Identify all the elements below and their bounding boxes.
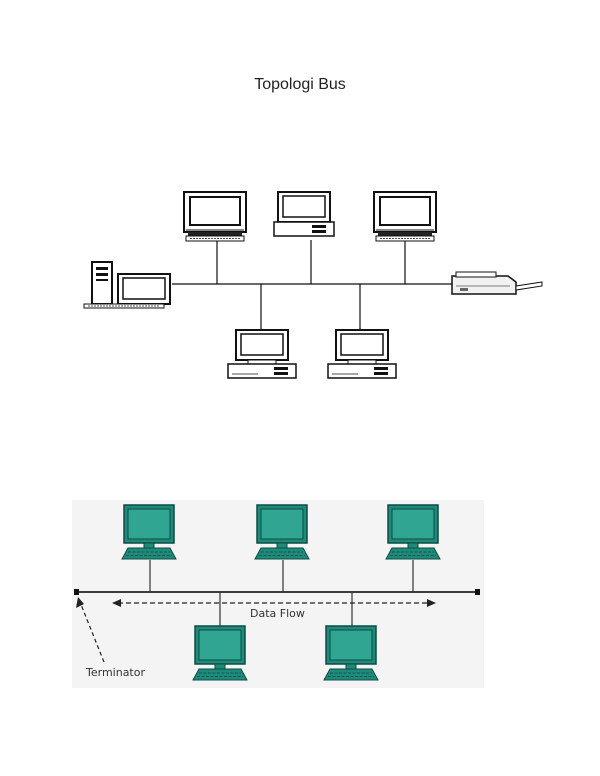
data-flow-label: Data Flow — [250, 607, 305, 620]
terminator-label: Terminator — [85, 666, 145, 679]
page-title: Topologi Bus — [254, 76, 346, 93]
drop-lines — [149, 560, 414, 626]
data-flow-arrow — [112, 599, 436, 607]
terminator-pointer — [76, 597, 105, 663]
bus-diagram-1 — [83, 191, 543, 379]
terminator-left — [74, 589, 79, 595]
desktop-pc-icon — [327, 329, 397, 379]
desktop-tower-icon — [83, 261, 171, 309]
desktop-pc-icon — [227, 329, 297, 379]
computer-icon — [323, 625, 379, 681]
terminator-right — [475, 589, 480, 595]
computer-icon — [192, 625, 248, 681]
crt-monitor-icon — [183, 191, 247, 242]
bus-diagram-2: Data Flow Terminator — [72, 500, 484, 688]
drop-lines — [216, 240, 406, 330]
computer-icon — [385, 504, 441, 560]
desktop-pc-icon — [273, 191, 335, 237]
crt-monitor-icon — [373, 191, 437, 242]
printer-icon — [451, 271, 543, 295]
computer-icon — [121, 504, 177, 560]
computer-icon — [254, 504, 310, 560]
